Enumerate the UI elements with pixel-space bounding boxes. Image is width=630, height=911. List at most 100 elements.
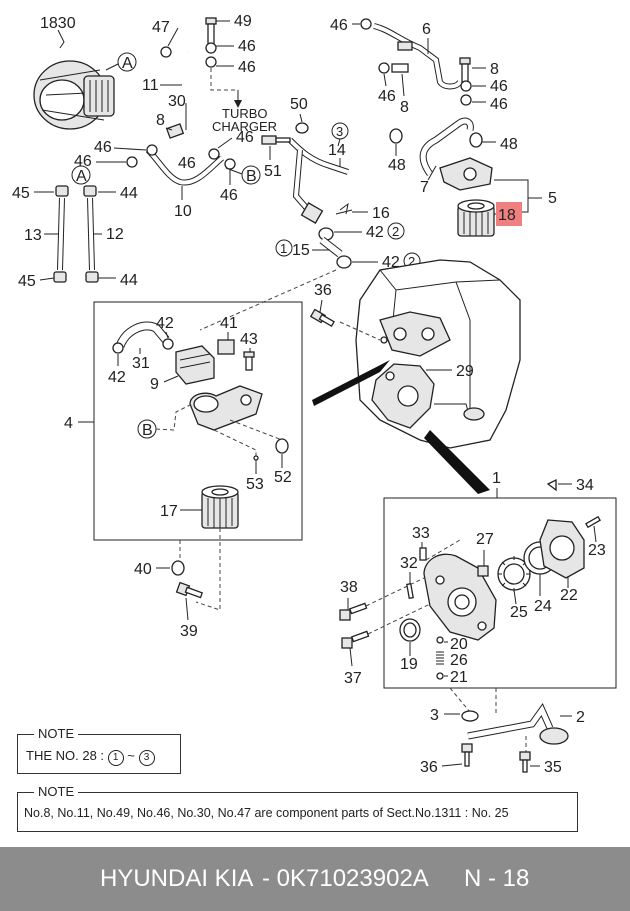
- label-22: 22: [560, 587, 578, 604]
- label-4: 4: [64, 415, 73, 432]
- label-42-a: 42: [366, 224, 384, 241]
- note-1-circle-a: 1: [107, 750, 124, 766]
- label-42-b: 42: [382, 254, 400, 271]
- note-1-title: NOTE: [34, 726, 79, 741]
- label-14: 14: [328, 142, 346, 159]
- label-42-d: 42: [108, 369, 126, 386]
- label-8-b: 8: [400, 99, 409, 116]
- label-25: 25: [510, 604, 528, 621]
- label-charger: CHARGER: [212, 119, 277, 134]
- label-39: 39: [180, 623, 198, 640]
- label-turbo: TURBO: [222, 106, 268, 121]
- label-46-e: 46: [178, 155, 196, 172]
- parts-diagram: 1830 A 47 49 46 46 11 30 TURBO CHARGER 8…: [12, 13, 617, 776]
- highlight-18: [496, 202, 522, 226]
- label-46-h: 46: [330, 17, 348, 34]
- label-49: 49: [234, 13, 252, 30]
- footer-bar: HYUNDAI KIA - 0K71023902A N - 18: [0, 847, 630, 911]
- label-46-j: 46: [490, 78, 508, 95]
- group-box-4: [93, 301, 303, 541]
- ref-A-left: A: [76, 168, 87, 185]
- note-2-title: NOTE: [34, 784, 79, 799]
- label-27: 27: [476, 531, 494, 548]
- label-34: 34: [576, 477, 594, 494]
- label-41: 41: [220, 315, 238, 332]
- label-38: 38: [340, 579, 358, 596]
- label-18: 18: [498, 207, 516, 224]
- ref-B-top: B: [246, 168, 257, 185]
- alternator: [33, 29, 115, 130]
- label-9: 9: [150, 376, 159, 393]
- label-12: 12: [106, 226, 124, 243]
- label-6: 6: [422, 21, 431, 38]
- label-46-b: 46: [238, 59, 256, 76]
- label-23: 23: [588, 542, 606, 559]
- note-1-text: THE NO. 28 : 1 ~ 3: [26, 748, 155, 766]
- label-17: 17: [160, 503, 178, 520]
- label-48-a: 48: [388, 157, 406, 174]
- note-1-prefix: THE NO. 28 :: [26, 748, 105, 763]
- footer-part-number: - 0K71023902A: [262, 865, 429, 892]
- label-19: 19: [400, 656, 418, 673]
- label-15: 15: [292, 242, 310, 259]
- label-46-c: 46: [94, 139, 112, 156]
- label-46-i: 46: [378, 88, 396, 105]
- label-30: 30: [168, 93, 186, 110]
- label-21: 21: [450, 669, 468, 686]
- label-7: 7: [420, 179, 429, 196]
- label-36-b: 36: [420, 759, 438, 776]
- ref-A-top: A: [122, 55, 133, 72]
- label-16: 16: [372, 205, 390, 222]
- label-43: 43: [240, 331, 258, 348]
- label-10: 10: [174, 203, 192, 220]
- label-2: 2: [576, 709, 585, 726]
- ref-B-box: B: [142, 422, 153, 439]
- footer-brand: HYUNDAI KIA: [100, 865, 254, 892]
- label-46-a: 46: [238, 38, 256, 55]
- label-8-a: 8: [156, 112, 165, 129]
- circ-1: 1: [280, 241, 287, 256]
- group-box-1: [383, 497, 617, 689]
- engine-block: [355, 259, 521, 449]
- label-5: 5: [548, 190, 557, 207]
- note-1-tilde: ~: [127, 748, 135, 763]
- label-29: 29: [456, 363, 474, 380]
- label-35: 35: [544, 759, 562, 776]
- label-13: 13: [24, 227, 42, 244]
- label-24: 24: [534, 598, 552, 615]
- label-3: 3: [430, 707, 439, 724]
- label-44-a: 44: [120, 185, 138, 202]
- circ-2-b: 2: [408, 254, 415, 269]
- label-46-g: 46: [236, 129, 254, 146]
- label-46-d: 46: [74, 153, 92, 170]
- label-52: 52: [274, 469, 292, 486]
- oil-filter-17: [201, 485, 239, 529]
- oil-filter-18: [457, 199, 495, 237]
- label-1: 1: [492, 470, 501, 487]
- label-20: 20: [450, 636, 468, 653]
- note-box-2: [17, 792, 578, 832]
- label-26: 26: [450, 652, 468, 669]
- label-50: 50: [290, 96, 308, 113]
- footer-page: N - 18: [464, 865, 530, 892]
- label-36-a: 36: [314, 282, 332, 299]
- label-47: 47: [152, 19, 170, 36]
- label-11: 11: [142, 77, 159, 94]
- label-31: 31: [132, 355, 150, 372]
- label-40: 40: [134, 561, 152, 578]
- label-32: 32: [400, 555, 418, 572]
- label-44-b: 44: [120, 272, 138, 289]
- label-46-f: 46: [220, 187, 238, 204]
- circ-3-a: 3: [336, 124, 343, 139]
- note-1-circle-b: 3: [138, 750, 155, 766]
- note-2-text: No.8, No.11, No.49, No.46, No.30, No.47 …: [24, 806, 509, 820]
- label-46-k: 46: [490, 96, 508, 113]
- label-45-a: 45: [12, 185, 30, 202]
- label-53: 53: [246, 476, 264, 493]
- label-8-c: 8: [490, 61, 499, 78]
- label-33: 33: [412, 525, 430, 542]
- label-42-c: 42: [156, 315, 174, 332]
- label-1830: 1830: [40, 15, 76, 32]
- label-37: 37: [344, 670, 362, 687]
- label-51: 51: [264, 163, 282, 180]
